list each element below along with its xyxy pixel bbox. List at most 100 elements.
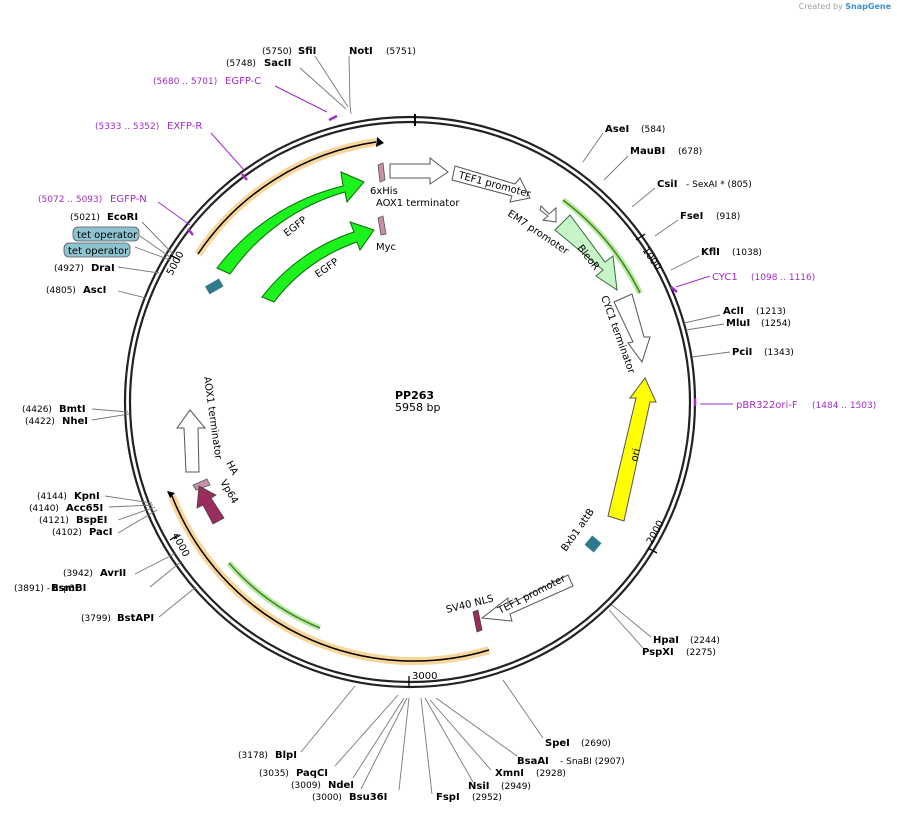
feature-label-aox1-terminator-left: AOX1 terminator [201, 376, 224, 461]
enzyme-aseI: AseI (584) [605, 124, 665, 135]
svg-text:(5748): (5748) [226, 59, 256, 69]
enzyme-nsiI: NsiI (2949) [468, 781, 531, 792]
svg-text:NsiI: NsiI [468, 781, 489, 792]
svg-text:NheI: NheI [62, 416, 88, 427]
egfp-arrow-inner [261, 221, 375, 303]
tick-5000: 5000 [165, 250, 187, 278]
svg-text:(2952): (2952) [472, 793, 502, 803]
svg-text:pBR322ori-F: pBR322ori-F [736, 400, 798, 411]
svg-text:(1484 .. 1503): (1484 .. 1503) [812, 401, 876, 411]
svg-text:FspI: FspI [436, 792, 460, 803]
enzyme-kflI: KflI (1038) [701, 247, 762, 258]
svg-text:(2949): (2949) [501, 782, 531, 792]
enzyme-paqCI: (3035) PaqCI [259, 768, 328, 779]
svg-text:KpnI: KpnI [74, 491, 100, 502]
svg-text:MauBI: MauBI [630, 146, 665, 157]
feature-label-tef1-promoter-bottom: TEF1 promoter [495, 573, 568, 617]
svg-text:Acc65I: Acc65I [66, 503, 103, 514]
svg-text:AscI: AscI [83, 285, 106, 296]
tick-label: 3000 [412, 671, 437, 682]
enzyme-csiI: CsiI - SexAI * (805) [657, 179, 752, 190]
enzyme-pacI: (4102) PacI [52, 527, 112, 538]
feature-label-myc: Myc [376, 242, 396, 253]
svg-text:tet operator: tet operator [77, 230, 138, 241]
svg-text:PciI: PciI [732, 347, 752, 358]
primer-egfp-c: (5680 .. 5701) EGFP-C [153, 76, 261, 87]
svg-text:(1254): (1254) [761, 319, 791, 329]
primer-cyc1: CYC1 (1098 .. 1116) [712, 272, 815, 283]
svg-text:PspXI: PspXI [642, 647, 674, 658]
svg-text:NotI: NotI [349, 46, 373, 57]
enzyme-avrII: (3942) AvrII [63, 568, 126, 579]
svg-text:BstAPI: BstAPI [117, 613, 154, 624]
enzyme-fspI: FspI (2952) [436, 792, 502, 803]
orf-arc-top-head [376, 137, 384, 147]
feature-label-ori: ori [629, 448, 643, 463]
enzyme-fseI: FseI (918) [680, 211, 740, 222]
svg-text:EcoRI: EcoRI [107, 212, 138, 223]
svg-text:tet operator: tet operator [68, 246, 129, 257]
aox1-terminator-left-arrow [176, 409, 207, 473]
primer-egfp-n: (5072 .. 5093) EGFP-N [38, 194, 147, 205]
svg-text:SfiI: SfiI [298, 46, 316, 57]
enzyme-bmtI: (4426) BmtI [22, 404, 86, 415]
svg-text:(2928): (2928) [536, 769, 566, 779]
svg-text:(4144): (4144) [37, 492, 67, 502]
svg-text:(5680 .. 5701): (5680 .. 5701) [153, 77, 217, 87]
enzyme-ecoRI: (5021) EcoRI [70, 212, 138, 223]
feature-label-6xhis: 6xHis [370, 186, 398, 197]
tef1-promoter-arc-arrow [451, 165, 531, 203]
svg-text:EXFP-R: EXFP-R [167, 121, 202, 132]
svg-text:(3178): (3178) [238, 751, 268, 761]
svg-text:(3000): (3000) [312, 793, 342, 803]
sv40-nls-arrow [472, 609, 483, 633]
svg-text:CYC1: CYC1 [712, 272, 738, 283]
svg-text:- SexAI * (805): - SexAI * (805) [686, 180, 752, 190]
his-tag-marker [377, 162, 386, 183]
enzyme-aclI: AclI (1213) [723, 306, 786, 317]
svg-text:Bsu36I: Bsu36I [349, 792, 387, 803]
myc-tag-marker [377, 215, 387, 236]
enzyme-maubI: MauBI (678) [630, 146, 702, 157]
svg-text:PacI: PacI [89, 527, 112, 538]
enzyme-acc65I: (4140) Acc65I [29, 503, 103, 514]
enzyme-bspEI: (4121) BspEI [39, 515, 107, 526]
svg-text:(1213): (1213) [756, 307, 786, 317]
feature-label-ha: HA [223, 459, 240, 477]
svg-text:(1038): (1038) [732, 248, 762, 258]
tick-3000: 3000 [408, 671, 437, 687]
tet-operator-label-2: tet operator [63, 242, 131, 258]
primer-pbr322ori-f: pBR322ori-F (1484 .. 1503) [736, 400, 876, 411]
svg-text:XmnI: XmnI [495, 768, 524, 779]
svg-text:(4102): (4102) [52, 528, 82, 538]
svg-text:HpaI: HpaI [653, 635, 679, 646]
svg-text:AseI: AseI [605, 124, 629, 135]
svg-text:DraI: DraI [91, 263, 115, 274]
primer-exfp-r: (5333 .. 5352) EXFP-R [95, 121, 202, 132]
svg-text:AvrII: AvrII [100, 568, 126, 579]
enzyme-leaders [91, 55, 731, 795]
tick-1000: 1000 [635, 233, 663, 273]
svg-text:(1343): (1343) [764, 348, 794, 358]
svg-text:(4927): (4927) [54, 264, 84, 274]
svg-text:EGFP-N: EGFP-N [110, 194, 147, 205]
cyc1-terminator-arrow [613, 293, 651, 364]
orf-arc-bottom-head [167, 491, 175, 498]
credit-prefix: Created by [798, 2, 843, 11]
enzyme-sfiI: (5750) SfiI [262, 46, 316, 57]
svg-text:BsmBI: BsmBI [51, 583, 86, 594]
enzyme-ndeI: (3009) NdeI [291, 780, 354, 791]
tet-operator-box [205, 278, 224, 295]
feature-label-aox1-terminator: AOX1 terminator [376, 198, 460, 209]
enzyme-notI: NotI (5751) [349, 46, 416, 57]
svg-text:(4422): (4422) [25, 417, 55, 427]
enzyme-xmnI: XmnI (2928) [495, 768, 566, 779]
svg-text:(5021): (5021) [70, 213, 100, 223]
svg-text:SpeI: SpeI [545, 738, 570, 749]
svg-text:KflI: KflI [701, 247, 720, 258]
svg-text:PaqCI: PaqCI [296, 768, 328, 779]
svg-text:(2244): (2244) [690, 636, 720, 646]
enzyme-draI: (4927) DraI [54, 263, 115, 274]
ori-arrow [607, 377, 657, 522]
primer-leaders [157, 85, 733, 406]
